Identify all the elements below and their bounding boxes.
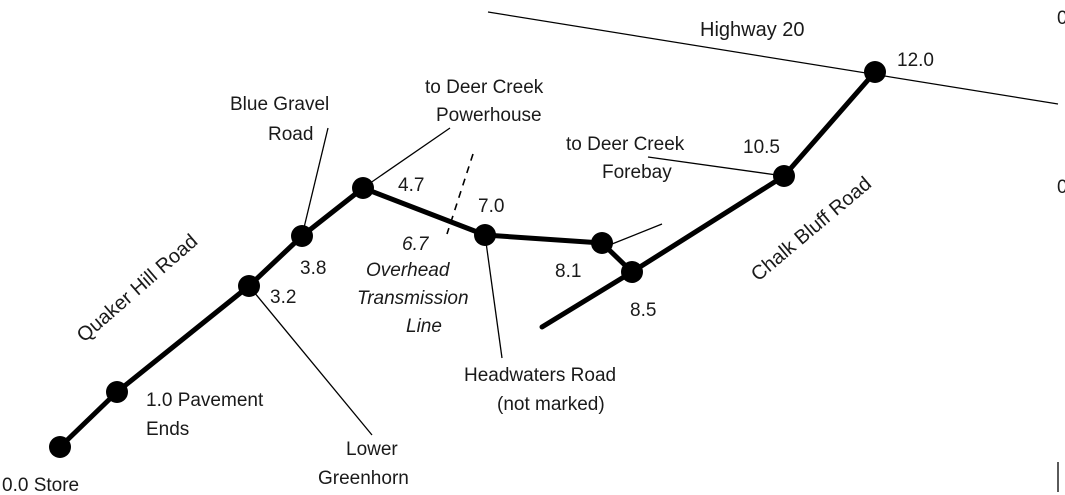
label-powerhouse-line2: Powerhouse bbox=[436, 105, 542, 126]
node-3-2 bbox=[238, 275, 260, 297]
label-6-7: 6.7 bbox=[402, 234, 430, 255]
highway-20-line bbox=[487, 11, 1059, 105]
label-blue-gravel-line1: Blue Gravel bbox=[230, 94, 329, 115]
highway-20-label: Highway 20 bbox=[700, 19, 805, 41]
side-spur-line bbox=[611, 223, 663, 245]
label-transmission-line1: Overhead bbox=[366, 260, 451, 281]
label-7-0: 7.0 bbox=[478, 196, 504, 217]
label-transmission-line2: Transmission bbox=[357, 288, 469, 309]
label-greenhorn-line1: Lower bbox=[346, 439, 398, 460]
label-4-7: 4.7 bbox=[398, 175, 424, 196]
label-10-5: 10.5 bbox=[743, 137, 780, 158]
main-route bbox=[57, 69, 878, 450]
node-7-0 bbox=[474, 224, 496, 246]
label-pavement-line2: Ends bbox=[146, 419, 189, 440]
label-8-5: 8.5 bbox=[630, 300, 656, 321]
label-3-2: 3.2 bbox=[270, 287, 296, 308]
forebay-road-line bbox=[647, 156, 785, 177]
node-1-0 bbox=[106, 381, 128, 403]
label-powerhouse-line1: to Deer Creek bbox=[425, 77, 544, 98]
label-forebay-line2: Forebay bbox=[602, 162, 672, 183]
headwaters-road-line bbox=[484, 234, 503, 359]
node-8-1 bbox=[591, 232, 613, 254]
label-forebay-line1: to Deer Creek bbox=[566, 134, 685, 155]
label-blue-gravel-line2: Road bbox=[268, 124, 313, 145]
label-headwaters-line1: Headwaters Road bbox=[464, 365, 616, 386]
blue-gravel-road-line bbox=[301, 127, 329, 237]
label-3-8: 3.8 bbox=[300, 258, 326, 279]
label-8-1: 8.1 bbox=[555, 261, 581, 282]
node-8-5 bbox=[621, 261, 643, 283]
node-3-8 bbox=[291, 225, 313, 247]
edge-glyph-mid: 0 bbox=[1057, 177, 1065, 198]
label-greenhorn-line2: Greenhorn bbox=[318, 468, 409, 489]
node-12-0 bbox=[864, 61, 886, 83]
edge-glyph-top: 0 bbox=[1057, 8, 1065, 29]
label-pavement-line1: 1.0 Pavement bbox=[146, 390, 264, 411]
label-0-0-store: 0.0 Store bbox=[2, 475, 79, 495]
node-0-0 bbox=[49, 436, 71, 458]
quaker-hill-road-label: Quaker Hill Road bbox=[73, 230, 202, 347]
node-4-7 bbox=[352, 177, 374, 199]
chalk-bluff-road-line bbox=[539, 269, 635, 330]
lower-greenhorn-road-line bbox=[248, 285, 373, 436]
label-12-0: 12.0 bbox=[897, 50, 934, 71]
label-headwaters-line2: (not marked) bbox=[497, 394, 605, 415]
node-10-5 bbox=[773, 165, 795, 187]
powerhouse-road-line bbox=[362, 127, 451, 189]
label-transmission-line3: Line bbox=[406, 316, 442, 337]
